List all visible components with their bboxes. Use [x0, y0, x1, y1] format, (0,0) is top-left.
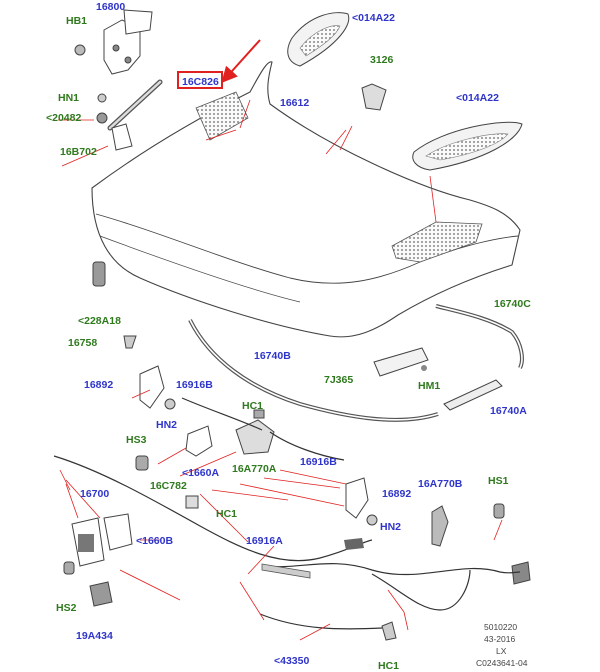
- clip-hc1-upper-icon: [253, 409, 265, 419]
- strut-clip-icon: [96, 112, 108, 124]
- label-16740a[interactable]: 16740A: [490, 405, 527, 417]
- label-16892-right[interactable]: 16892: [382, 488, 411, 500]
- footer-line-2: 43-2016: [484, 634, 515, 644]
- cable-connector-icon: [344, 538, 364, 550]
- hinge-nut-icon: [97, 93, 107, 103]
- label-1660a[interactable]: <1660A: [182, 467, 219, 479]
- label-7j365[interactable]: 7J365: [324, 374, 353, 386]
- screw-hs2-icon: [63, 561, 75, 575]
- bumper-stop-icon: [92, 261, 106, 287]
- upper-vent-grille: [287, 12, 350, 67]
- hood-gas-strut: [107, 79, 163, 131]
- screw-hs3-icon: [135, 455, 149, 471]
- label-16b702[interactable]: 16B702: [60, 146, 97, 158]
- label-hb1[interactable]: HB1: [66, 15, 87, 27]
- label-43350[interactable]: <43350: [274, 655, 309, 667]
- label-hn2-right[interactable]: HN2: [380, 521, 401, 533]
- leader-lines: [58, 99, 503, 641]
- release-handle-16c782: [185, 425, 213, 457]
- highlight-box: [177, 71, 223, 89]
- striker-bracket-left: [139, 365, 165, 409]
- label-16c782[interactable]: 16C782: [150, 480, 187, 492]
- label-16916a[interactable]: 16916A: [246, 535, 283, 547]
- hood-hinge: [103, 9, 153, 75]
- side-vent-grille: [412, 121, 523, 171]
- clip-hc1-lower-icon: [381, 621, 397, 641]
- label-hs3[interactable]: HS3: [126, 434, 147, 446]
- label-16892-left[interactable]: 16892: [84, 379, 113, 391]
- label-hs1[interactable]: HS1: [488, 475, 509, 487]
- label-hc1-upper[interactable]: HC1: [242, 400, 263, 412]
- strut-bracket: [111, 123, 133, 151]
- rubber-buffer-icon: [123, 335, 137, 349]
- footer-line-3: LX: [496, 646, 507, 656]
- hood-vent-front: [195, 91, 249, 141]
- hood-panel: [91, 61, 521, 338]
- latch-mechanism-icon: [78, 534, 94, 552]
- label-16740c[interactable]: 16740C: [494, 298, 531, 310]
- release-cables: [53, 397, 521, 630]
- cable-end-fitting: [511, 561, 531, 585]
- seal-16740b: [188, 319, 439, 422]
- label-hm1[interactable]: HM1: [418, 380, 440, 392]
- latch-16a770b: [431, 505, 449, 547]
- hinge-bolt-icon: [74, 44, 86, 56]
- label-014a22-side[interactable]: <014A22: [456, 92, 499, 104]
- emblem-clip-icon: [361, 83, 387, 111]
- label-16612[interactable]: 16612: [280, 97, 309, 109]
- label-228a18[interactable]: <228A18: [78, 315, 121, 327]
- label-19a434[interactable]: 19A434: [76, 630, 113, 642]
- latch-16a770a: [235, 419, 275, 455]
- label-16758[interactable]: 16758: [68, 337, 97, 349]
- label-16916b-left[interactable]: 16916B: [176, 379, 213, 391]
- underhood-lamp: [373, 347, 429, 377]
- lamp-screw-icon: [421, 365, 427, 371]
- nut-hn2-left-icon: [164, 398, 176, 410]
- label-16740b[interactable]: 16740B: [254, 350, 291, 362]
- diagram-footer: 5010220 43-2016 LX C0243641-04: [476, 622, 528, 668]
- label-hn2-left[interactable]: HN2: [156, 419, 177, 431]
- label-16916b-right[interactable]: 16916B: [300, 456, 337, 468]
- label-16700[interactable]: 16700: [80, 488, 109, 500]
- label-3126[interactable]: 3126: [370, 54, 394, 66]
- label-16c826[interactable]: 16C826: [182, 76, 219, 88]
- label-hn1[interactable]: HN1: [58, 92, 79, 104]
- label-20482[interactable]: <20482: [46, 112, 81, 124]
- cable-16916b-right: [269, 431, 345, 461]
- cable-sleeve-16916a: [261, 563, 311, 579]
- label-hs2[interactable]: HS2: [56, 602, 77, 614]
- label-16800[interactable]: 16800: [96, 1, 125, 13]
- striker-bracket-right: [345, 477, 369, 519]
- switch-19a434: [89, 581, 113, 607]
- seal-16740c: [435, 304, 524, 369]
- screw-hs1-icon: [493, 503, 505, 519]
- footer-line-4: C0243641-04: [476, 658, 528, 668]
- highlight-arrow-icon: [221, 39, 261, 83]
- latch-bracket-1660b: [103, 513, 133, 551]
- footer-line-1: 5010220: [484, 622, 517, 632]
- seal-16740a: [443, 379, 503, 411]
- label-16a770a[interactable]: 16A770A: [232, 463, 277, 475]
- label-014a22-upper[interactable]: <014A22: [352, 12, 395, 24]
- cable-16916b-left: [181, 397, 263, 431]
- clip-hc1-mid-icon: [185, 495, 199, 509]
- label-hc1-mid[interactable]: HC1: [216, 508, 237, 520]
- label-hc1-lower[interactable]: HC1: [378, 660, 399, 672]
- nut-hn2-right-icon: [366, 514, 378, 526]
- label-1660b[interactable]: <1660B: [136, 535, 173, 547]
- label-16a770b[interactable]: 16A770B: [418, 478, 463, 490]
